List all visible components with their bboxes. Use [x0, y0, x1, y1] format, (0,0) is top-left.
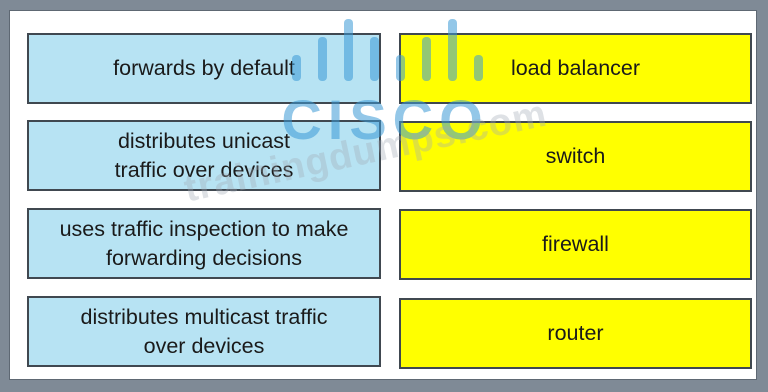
description-text: forwards by default [113, 56, 295, 80]
device-switch[interactable]: switch [399, 121, 752, 192]
description-text: distributes unicast [117, 128, 291, 153]
device-router[interactable]: router [399, 298, 752, 369]
device-label: switch [545, 144, 606, 168]
description-text: traffic over devices [114, 157, 294, 182]
description-distributes-unicast[interactable]: distributes unicast traffic over devices [27, 120, 381, 191]
device-label: router [547, 321, 604, 345]
device-firewall[interactable]: firewall [399, 209, 752, 280]
device-load-balancer[interactable]: load balancer [399, 33, 752, 104]
description-forwards-by-default[interactable]: forwards by default [27, 33, 381, 104]
description-distributes-multicast[interactable]: distributes multicast traffic over devic… [27, 296, 381, 367]
description-text: uses traffic inspection to make [59, 216, 349, 241]
description-text: forwarding decisions [106, 245, 302, 270]
description-traffic-inspection[interactable]: uses traffic inspection to make forwardi… [27, 208, 381, 279]
device-label: load balancer [510, 56, 641, 80]
drag-drop-panel: forwards by default distributes unicast … [9, 10, 757, 380]
description-text: over devices [143, 333, 265, 358]
description-text: distributes multicast traffic [80, 304, 328, 329]
device-label: firewall [542, 232, 609, 256]
